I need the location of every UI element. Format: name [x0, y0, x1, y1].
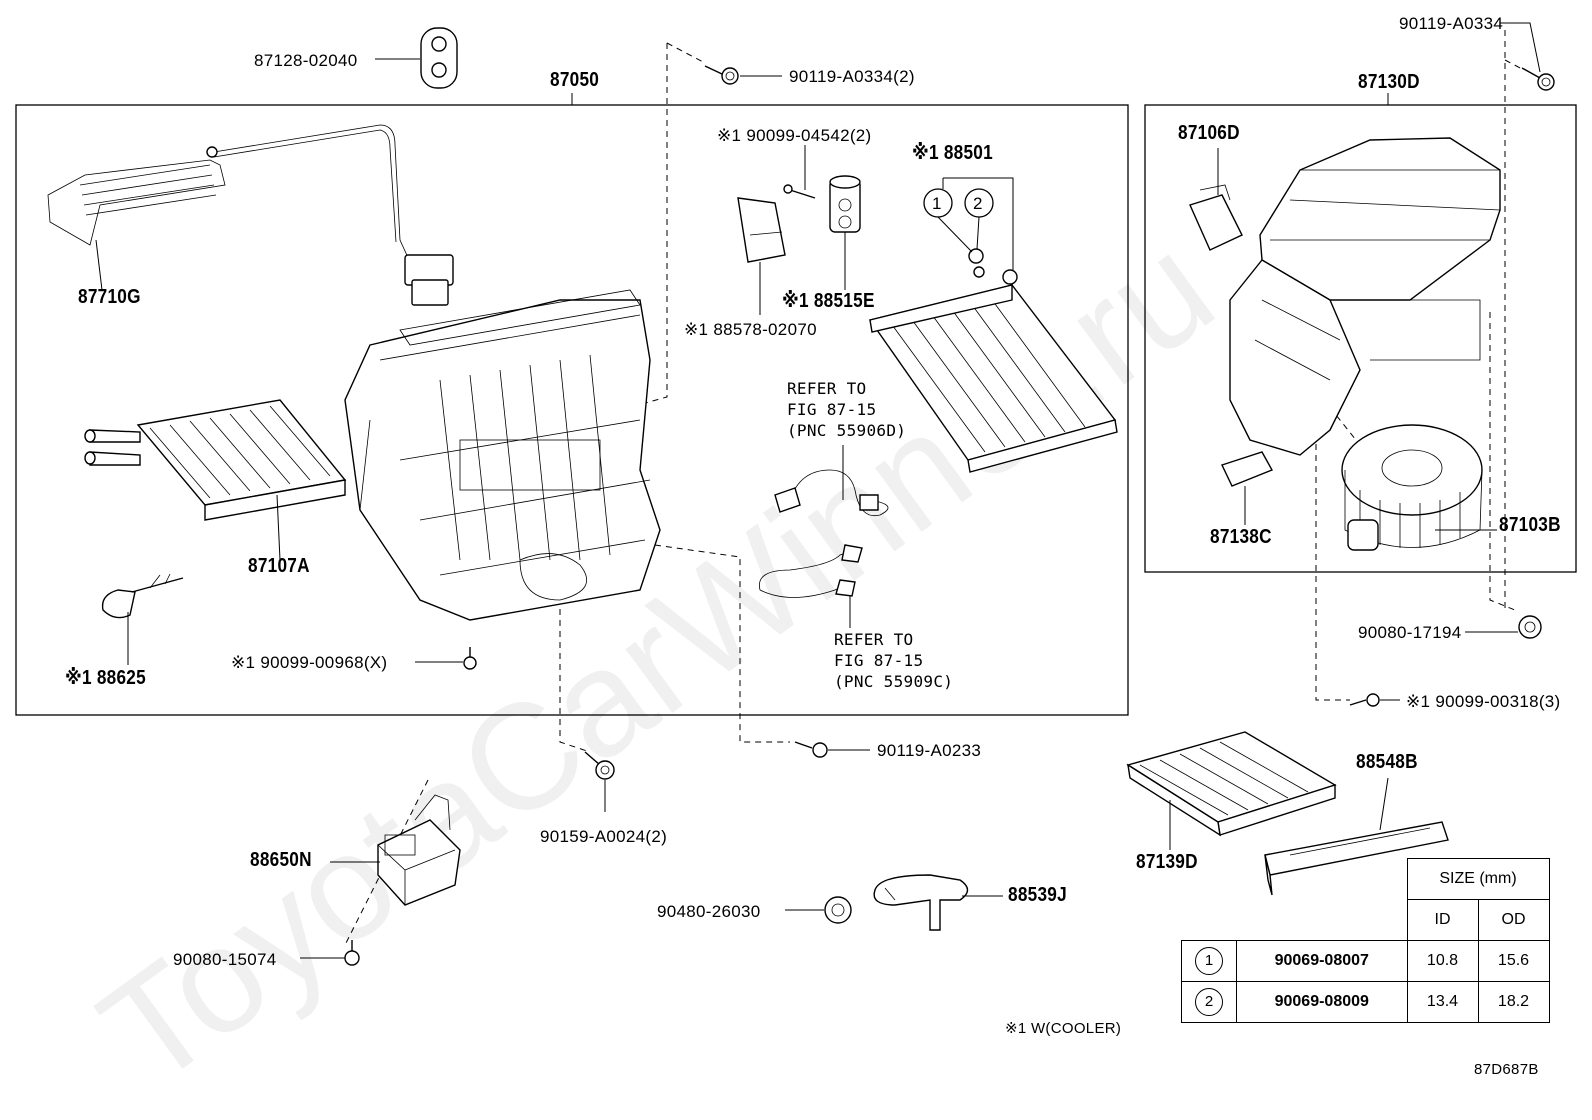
leader-88548b [1379, 777, 1389, 831]
label-90099-00968: ※1 90099-00968(X) [231, 653, 388, 672]
harness-55906d [774, 445, 889, 517]
heater-core-87107a [84, 399, 347, 521]
label-88625: ※1 88625 [65, 667, 146, 689]
circle-1-text: 1 [932, 194, 942, 213]
row-mark: 2 [1195, 988, 1223, 1016]
label-87710g: 87710G [78, 286, 141, 308]
dash-a0024 [559, 565, 591, 753]
leader-87107a [276, 494, 281, 561]
clip-90480 [824, 896, 852, 924]
label-88501: ※1 88501 [912, 142, 993, 164]
label-87138c: 87138C [1210, 526, 1272, 548]
dash-a0233 [654, 544, 790, 743]
screw-90099-00318 [1349, 693, 1380, 707]
evaporator-88501 [868, 269, 1118, 473]
row-part: 90069-08007 [1236, 940, 1408, 982]
row-od: 18.2 [1477, 981, 1550, 1023]
label-90159-a0024: 90159-A0024(2) [540, 827, 668, 846]
heater-pipe-87710g [47, 124, 454, 306]
dash-a0334-2b [666, 42, 706, 64]
dash-17194 [1489, 312, 1516, 611]
cover-88548b [1264, 821, 1449, 896]
size-table-title: SIZE (mm) [1406, 858, 1550, 900]
screw-90119-a0233 [794, 741, 828, 758]
dash-a0334-right-b [1504, 59, 1525, 71]
label-90080-17194: 90080-17194 [1358, 623, 1462, 642]
servo-87106d [1189, 184, 1243, 251]
label-87050: 87050 [550, 69, 600, 91]
screw-90080-15074 [344, 940, 360, 966]
screw-90099-00968 [463, 647, 477, 670]
label-87130d: 87130D [1358, 71, 1420, 93]
label-90119-a0334: 90119-A0334 [1399, 14, 1504, 33]
label-90080-15074: 90080-15074 [173, 950, 277, 969]
refer-text-55906d: REFER TO FIG 87-15 (PNC 55906D) [787, 379, 907, 440]
size-row: 2 90069-08009 13.4 18.2 [1181, 981, 1550, 1023]
label-90099-00318: ※1 90099-00318(3) [1406, 692, 1561, 711]
diagram-code: 87D687B [1474, 1061, 1539, 1078]
label-87103b: 87103B [1499, 514, 1561, 536]
row-id: 13.4 [1406, 981, 1479, 1023]
label-90099-04542: ※1 90099-04542(2) [717, 126, 872, 145]
refer-text-55909c: REFER TO FIG 87-15 (PNC 55909C) [834, 630, 954, 691]
size-row: 1 90069-08007 10.8 15.6 [1181, 940, 1550, 982]
cooler-note: ※1 W(COOLER) [1005, 1020, 1122, 1037]
label-88578-02070: ※1 88578-02070 [684, 320, 817, 339]
filter-87139d [1126, 731, 1337, 837]
bracket-88578 [737, 197, 786, 263]
o-ring-2 [973, 266, 985, 278]
o-ring-1 [968, 248, 984, 264]
label-90119-a0233: 90119-A0233 [877, 741, 982, 760]
row-part: 90069-08009 [1236, 981, 1408, 1023]
blower-case-87130d [1229, 137, 1501, 456]
label-87107a: 87107A [248, 555, 310, 577]
leader-ring2 [976, 216, 980, 250]
row-od: 15.6 [1477, 940, 1550, 982]
row-id: 10.8 [1406, 940, 1479, 982]
size-col-id: ID [1406, 899, 1479, 941]
screw-90119-a0334-right [1521, 67, 1555, 91]
size-table: SIZE (mm) ID OD 1 90069-08007 10.8 15.6 … [1181, 858, 1550, 1023]
label-88548b: 88548B [1356, 751, 1418, 773]
label-90119-a0334-2: 90119-A0334(2) [789, 67, 915, 86]
grommet-87128 [420, 27, 458, 89]
label-87139d: 87139D [1136, 851, 1198, 873]
leader-a0334-right [1500, 22, 1541, 73]
hvac-housing [344, 289, 661, 621]
label-88650n: 88650N [250, 849, 312, 871]
size-col-od: OD [1477, 899, 1550, 941]
leader-ring1 [937, 216, 973, 253]
drain-hose-88539j [873, 874, 969, 931]
expansion-valve-88515e [829, 175, 861, 233]
screw-90119-a0334-2 [704, 65, 739, 85]
harness-55909c [758, 544, 863, 628]
cap-90080-17194 [1518, 615, 1542, 639]
group-87130d-frame [1144, 104, 1577, 573]
leader-87710g [95, 239, 103, 291]
label-88515e: ※1 88515E [782, 290, 875, 312]
resistor-87138c [1221, 451, 1273, 487]
actuator-88650n [377, 794, 461, 906]
screw-90099-04542 [783, 184, 816, 199]
leader-88501-b [943, 177, 1014, 270]
row-mark: 1 [1195, 947, 1223, 975]
label-87106d: 87106D [1178, 122, 1240, 144]
blower-motor-87103b [1341, 424, 1483, 551]
label-90480-26030: 90480-26030 [657, 902, 761, 921]
screw-90159 [584, 751, 615, 780]
circle-2-text: 2 [973, 194, 983, 213]
label-87128-02040: 87128-02040 [254, 51, 358, 70]
sensor-88625 [101, 573, 184, 619]
label-88539j: 88539J [1008, 884, 1067, 906]
